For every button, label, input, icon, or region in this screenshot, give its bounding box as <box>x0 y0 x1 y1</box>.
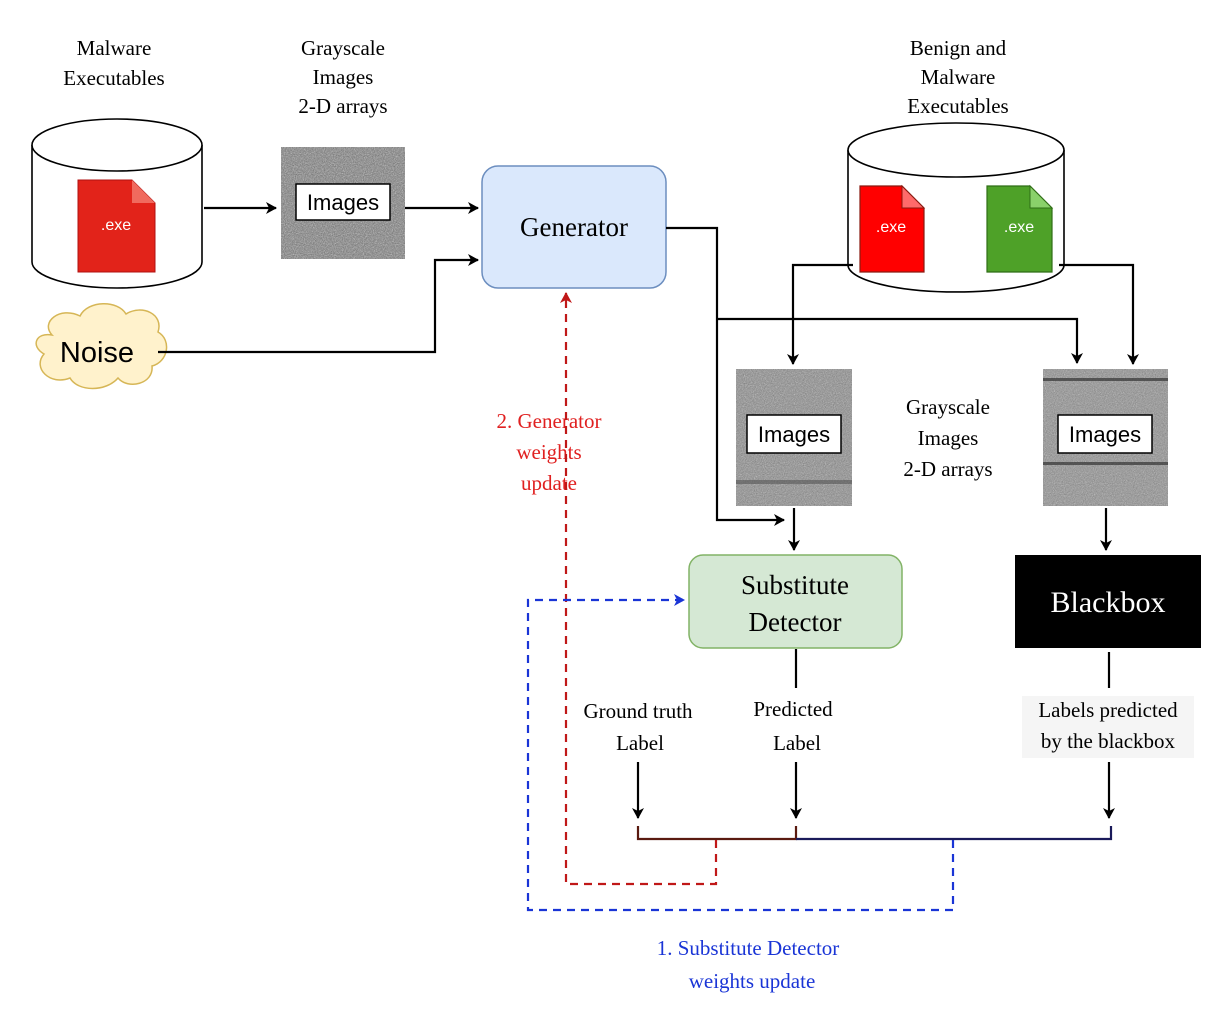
noise-cloud: Noise <box>35 303 168 390</box>
images-label-top: Images <box>307 190 379 215</box>
substitute-update-line2: weights update <box>689 969 816 993</box>
ground-truth-line1: Ground truth <box>583 699 693 723</box>
arrow-generator-to-substitute <box>666 226 785 526</box>
benign-title-line3: Executables <box>907 94 1008 118</box>
grayscale-image-blackbox: Images <box>1043 369 1168 506</box>
substitute-detector-node: Substitute Detector <box>688 554 903 649</box>
benign-exe-file-icon: .exe <box>986 184 1054 273</box>
grayscale-mid-line1: Grayscale <box>906 395 990 419</box>
grayscale-mid-line3: 2-D arrays <box>903 457 992 481</box>
generator-node: Generator <box>481 165 667 289</box>
noise-label: Noise <box>60 337 134 369</box>
grayscale-image-top: Images <box>281 147 405 259</box>
benign-title-line1: Benign and <box>910 36 1007 60</box>
benign-title-line2: Malware <box>921 65 996 89</box>
predicted-line1: Predicted <box>753 697 833 721</box>
generator-update-path <box>560 292 718 886</box>
blackbox-label: Blackbox <box>1051 586 1166 619</box>
generator-update-line3: update <box>521 471 577 495</box>
blackbox-labels-line2: by the blackbox <box>1041 729 1176 753</box>
malware-exe-file-icon-2: .exe <box>859 184 926 273</box>
predicted-line2: Label <box>773 731 821 755</box>
malware-title-line2: Executables <box>63 66 164 90</box>
blackbox-labels-background <box>1022 696 1194 758</box>
grayscale-image-substitute: Images <box>736 369 852 506</box>
ground-truth-line2: Label <box>616 731 664 755</box>
grayscale-top-line3: 2-D arrays <box>298 94 387 118</box>
substitute-update-line1: 1. Substitute Detector <box>657 936 840 960</box>
exe-label-benign: .exe <box>1004 219 1034 236</box>
substitute-label-line2: Detector <box>749 607 842 637</box>
exe-label: .exe <box>101 217 131 234</box>
exe-label-malware: .exe <box>876 219 906 236</box>
grayscale-top-line1: Grayscale <box>301 36 385 60</box>
malware-exe-file-icon: .exe <box>77 179 156 273</box>
images-label-blackbox: Images <box>1069 422 1141 447</box>
generator-label: Generator <box>520 212 628 242</box>
generator-update-line2: weights <box>516 440 581 464</box>
malware-title-line1: Malware <box>77 36 152 60</box>
malware-executables-database: .exe <box>31 118 203 289</box>
substitute-label-line1: Substitute <box>741 570 849 600</box>
grayscale-mid-line2: Images <box>918 426 979 450</box>
arrow-noise-to-generator <box>158 254 479 354</box>
blackbox-bracket <box>796 826 1113 841</box>
blackbox-node: Blackbox <box>1015 555 1201 648</box>
grayscale-top-line2: Images <box>313 65 374 89</box>
generator-update-line1: 2. Generator <box>497 409 602 433</box>
arrow-generator-to-blackbox-images <box>717 317 1083 364</box>
data-flow-arrows <box>158 202 1139 819</box>
arrow-db-to-blackbox-images <box>1059 263 1139 365</box>
loss-brackets <box>636 826 1113 841</box>
arrow-db-to-substitute-images <box>787 263 853 365</box>
images-label-substitute: Images <box>758 422 830 447</box>
substitute-update-path <box>526 594 955 912</box>
ground-truth-bracket <box>636 826 798 841</box>
blackbox-labels-line1: Labels predicted <box>1038 698 1178 722</box>
benign-malware-database: .exe .exe <box>847 122 1065 293</box>
